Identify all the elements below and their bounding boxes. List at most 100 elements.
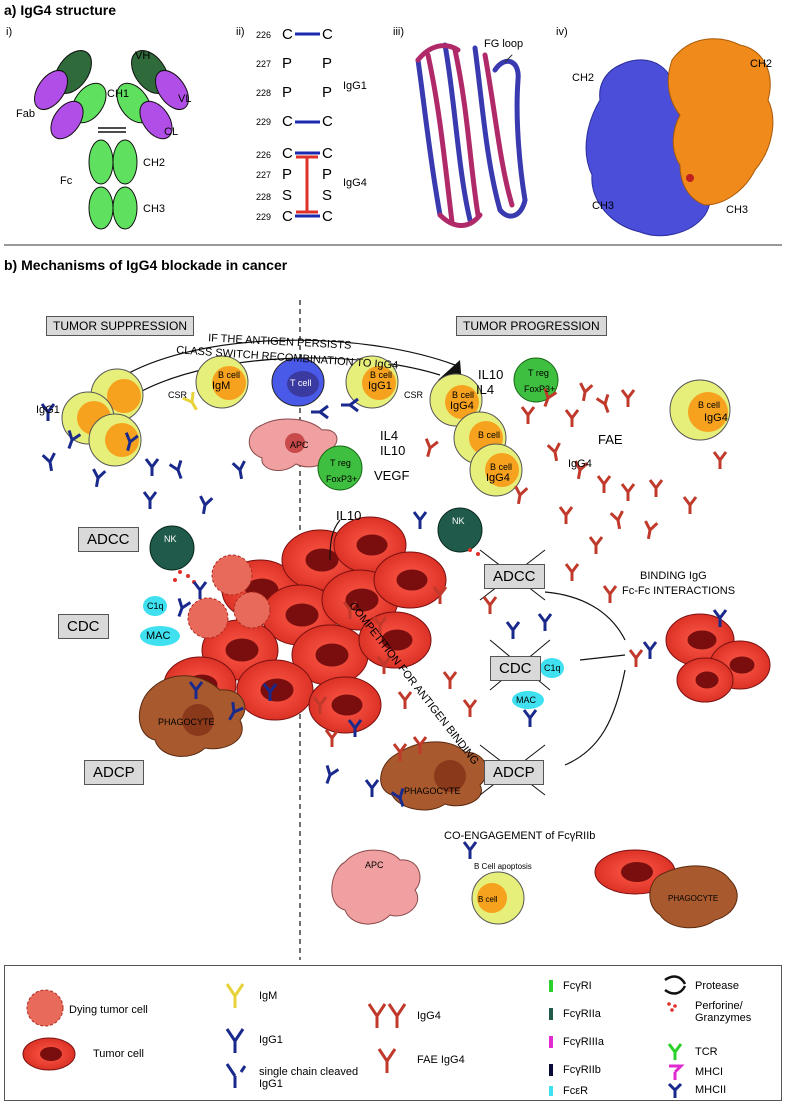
antibody-glyph	[462, 698, 478, 719]
foxp3-label-top: FoxP3+	[524, 384, 556, 394]
igg4-antibody-schematic	[33, 50, 190, 230]
antibody-glyph	[576, 381, 594, 404]
tumor-progression-box: TUMOR PROGRESSION	[456, 316, 607, 336]
antibody-glyph	[196, 494, 214, 517]
igg1-label-left: IgG1	[36, 404, 60, 416]
foxp3-label-mid: FoxP3+	[326, 474, 358, 484]
nk-label-right: NK	[452, 516, 465, 526]
label-fab: Fab	[16, 108, 35, 120]
label-iv-ch2-left: CH2	[572, 72, 595, 84]
pos-228-b: 228	[256, 192, 272, 202]
antibody-glyph	[231, 459, 249, 482]
legend-protease: Protease	[695, 980, 740, 992]
csr-left: CSR	[168, 390, 188, 400]
antibody-glyph	[171, 596, 192, 621]
panel-ii-label: ii)	[236, 26, 245, 38]
label-cl: CL	[164, 126, 179, 138]
il4-mid: IL4	[380, 428, 399, 443]
label-igg1-hinge: IgG1	[343, 80, 367, 92]
apc-label: APC	[290, 440, 309, 450]
adcp-right: ADCP	[484, 760, 544, 785]
igg1-res-4: C	[282, 113, 293, 130]
antibody-glyph	[596, 474, 612, 495]
bcell-igg1-label: B cell	[370, 370, 393, 380]
legend-box: Dying tumor cell Tumor cell IgM IgG1 sin…	[4, 965, 782, 1101]
legend-igm: IgM	[259, 990, 278, 1002]
igg1-res-1: C	[282, 26, 293, 43]
antibody-glyph	[682, 495, 698, 516]
igg1-res-3: P	[282, 84, 293, 101]
antibody-glyph	[309, 404, 330, 420]
legend-fcgr2a: FcγRIIa	[563, 1008, 601, 1020]
pos-229-b: 229	[256, 212, 272, 222]
antibody-glyph	[620, 482, 636, 503]
phagocyte-label-left: PHAGOCYTE	[158, 717, 215, 727]
hinge-bonds	[295, 32, 320, 218]
antibody-glyph	[602, 584, 618, 605]
igg4-bcell-right: IgG4	[704, 412, 728, 424]
legend-perforine: Perforine/ Granzymes	[695, 1000, 752, 1024]
antibody-glyph	[144, 457, 160, 478]
panel-i-label: i)	[6, 26, 13, 38]
pos-229-a: 229	[256, 117, 272, 127]
antibody-glyph	[609, 509, 627, 532]
igm-label: IgM	[212, 380, 231, 392]
c1q-right	[540, 658, 564, 678]
antibody-glyph	[642, 640, 658, 661]
c1q-label-left: C1q	[147, 601, 164, 611]
tcell-label: T cell	[290, 378, 312, 388]
apc-label-coengagement: APC	[365, 860, 384, 870]
binding-label-2: Fc-Fc INTERACTIONS	[622, 585, 736, 597]
legend-igg4: IgG4	[417, 1010, 441, 1022]
inhibition-arrows	[329, 519, 626, 766]
treg-mid	[317, 445, 363, 491]
bcell-igg4-2: B cell	[478, 430, 501, 440]
mac-left	[140, 626, 180, 646]
bcell-igg4-1: B cell	[452, 390, 475, 400]
il10-mid: IL10	[380, 443, 406, 458]
antibody-glyph	[564, 562, 580, 583]
igg4-res-3b: S	[322, 187, 333, 204]
antibody-glyph	[442, 670, 458, 691]
igg4-label-fae: IgG4	[568, 458, 592, 470]
tumor-suppression-box: TUMOR SUPPRESSION	[46, 316, 195, 336]
igg1-res-3b: P	[322, 84, 333, 101]
igg1-bcell-label: IgG1	[368, 380, 392, 392]
treg-label-mid: T reg	[330, 458, 351, 468]
label-igg4-hinge: IgG4	[343, 177, 367, 189]
legend-symbols	[22, 975, 687, 1098]
antibody-glyph	[412, 510, 428, 531]
legend-mhcii: MHCII	[695, 1084, 727, 1096]
igg4-res-4b: C	[322, 208, 333, 225]
bcells-igg4	[429, 373, 731, 497]
antibody-glyph	[546, 441, 564, 464]
cdc-left: CDC	[58, 614, 109, 639]
igg1-res-1b: C	[322, 26, 333, 43]
label-iv-ch2-right: CH2	[750, 58, 773, 70]
bcell-igm-label: B cell	[218, 370, 241, 380]
treg-label-top: T reg	[528, 368, 549, 378]
adcc-right: ADCC	[484, 564, 545, 589]
antibody-glyph	[339, 397, 360, 413]
antibody-glyph	[522, 708, 538, 729]
il4-top: IL4	[476, 382, 495, 397]
antibody-glyph	[505, 620, 521, 641]
legend-dying: Dying tumor cell	[69, 1004, 148, 1016]
antibody-glyph	[628, 648, 644, 669]
bcell-igg4-right: B cell	[698, 400, 721, 410]
legend-fcer: FcεR	[563, 1085, 589, 1097]
adcp-left: ADCP	[84, 760, 144, 785]
label-iv-ch3-right: CH3	[726, 204, 749, 216]
dying-tumor-cells	[187, 554, 271, 639]
legend-tcr: TCR	[695, 1046, 718, 1058]
nk-cell-left	[149, 525, 195, 571]
antibody-glyph	[89, 467, 107, 490]
antibody-glyph	[41, 451, 59, 474]
antibody-glyph	[564, 408, 580, 429]
label-vl: VL	[178, 93, 192, 105]
antibody-glyph	[595, 392, 616, 417]
legend-fae-igg4: FAE IgG4	[417, 1054, 465, 1066]
igg4-bcell-3: IgG4	[486, 472, 510, 484]
mac-right	[512, 691, 544, 709]
cdc-right: CDC	[490, 656, 541, 681]
